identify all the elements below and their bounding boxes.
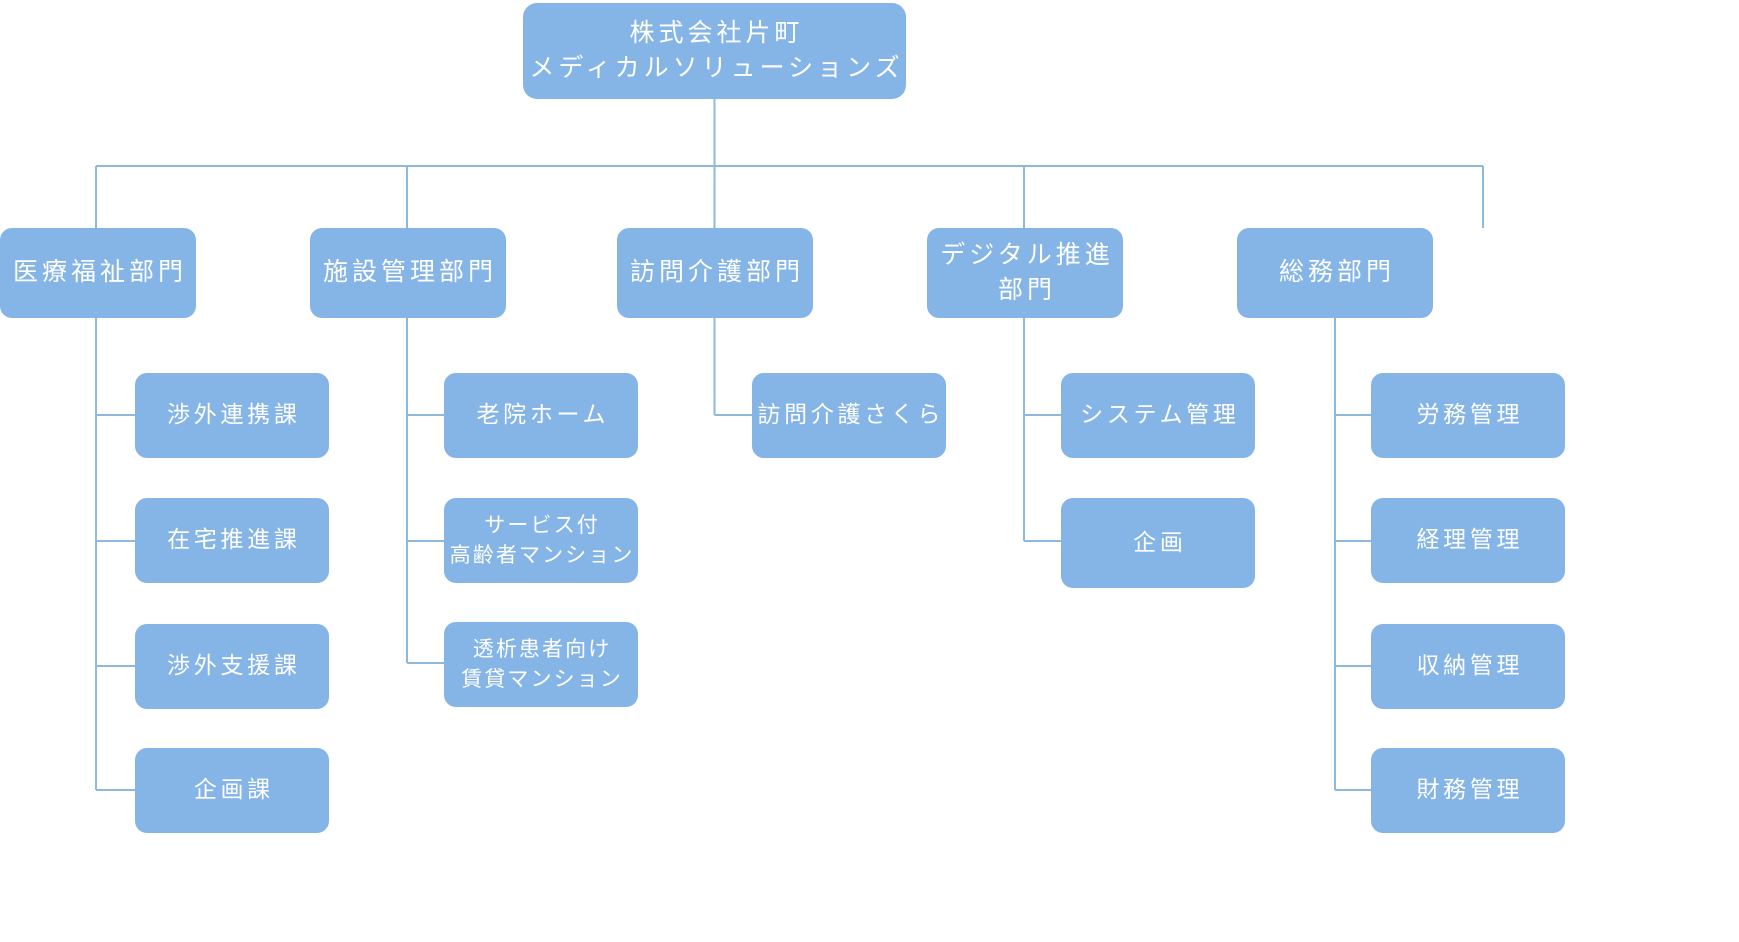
node-unit-collection-management[interactable]: 収納管理 [1371,624,1565,709]
node-department-digital-promotion-line2: 部門 [997,277,1056,304]
node-unit-labor-management[interactable]: 労務管理 [1371,373,1565,458]
node-unit-liaison-cooperation-label: 渉外連携課 [167,402,301,428]
node-unit-dialysis-rental-apartment-line2: 賃貸マンション [461,666,623,691]
node-unit-digital-planning[interactable]: 企画 [1061,498,1255,588]
node-unit-dialysis-rental-apartment[interactable]: 透析患者向け 賃貸マンション [444,622,638,707]
node-unit-planning-section-label: 企画課 [193,777,274,803]
node-root-company-line1: 株式会社片町 [629,19,804,47]
node-unit-liaison-cooperation[interactable]: 渉外連携課 [135,373,329,458]
node-unit-digital-planning-label: 企画 [1133,529,1187,555]
node-unit-dialysis-rental-apartment-line1: 透析患者向け [472,636,612,661]
node-unit-senior-service-apartment[interactable]: サービス付 高齢者マンション [444,498,638,583]
node-department-general-affairs-line1: 総務部門 [1278,259,1395,287]
node-department-general-affairs[interactable]: 総務部門 [1237,228,1433,318]
node-department-medical-welfare-line1: 医療福祉部門 [12,259,187,287]
node-unit-planning-section[interactable]: 企画課 [135,748,329,833]
node-department-facility-management-line1: 施設管理部門 [322,259,497,287]
node-unit-accounting-management[interactable]: 経理管理 [1371,498,1565,583]
node-unit-nursing-home-label: 老院ホーム [476,402,610,428]
node-unit-system-management-label: システム管理 [1080,402,1240,428]
node-unit-home-care-sakura[interactable]: 訪問介護さくら [752,373,946,458]
node-unit-finance-management-label: 財務管理 [1416,777,1524,803]
node-unit-home-promotion-label: 在宅推進課 [167,527,301,553]
node-unit-liaison-support[interactable]: 渉外支援課 [135,624,329,709]
node-unit-nursing-home[interactable]: 老院ホーム [444,373,638,458]
node-unit-collection-management-label: 収納管理 [1416,653,1524,679]
node-unit-senior-service-apartment-line2: 高齢者マンション [449,542,635,567]
node-unit-finance-management[interactable]: 財務管理 [1371,748,1565,833]
node-department-digital-promotion-line1: デジタル推進 [940,241,1114,269]
node-root-company[interactable]: 株式会社片町 メディカルソリューションズ [523,3,906,99]
node-unit-home-promotion[interactable]: 在宅推進課 [135,498,329,583]
node-unit-system-management[interactable]: システム管理 [1061,373,1255,458]
node-department-home-care[interactable]: 訪問介護部門 [617,228,813,318]
node-department-digital-promotion[interactable]: デジタル推進 部門 [927,228,1123,318]
node-department-medical-welfare[interactable]: 医療福祉部門 [0,228,196,318]
node-unit-liaison-support-label: 渉外支援課 [167,653,301,679]
node-root-company-line2: メディカルソリューションズ [529,55,904,82]
node-unit-accounting-management-label: 経理管理 [1416,527,1524,553]
node-unit-labor-management-label: 労務管理 [1416,402,1524,428]
node-department-facility-management[interactable]: 施設管理部門 [310,228,506,318]
node-unit-senior-service-apartment-line1: サービス付 [484,512,600,537]
node-department-home-care-line1: 訪問介護部門 [629,259,804,287]
node-unit-home-care-sakura-label: 訪問介護さくら [757,402,945,428]
